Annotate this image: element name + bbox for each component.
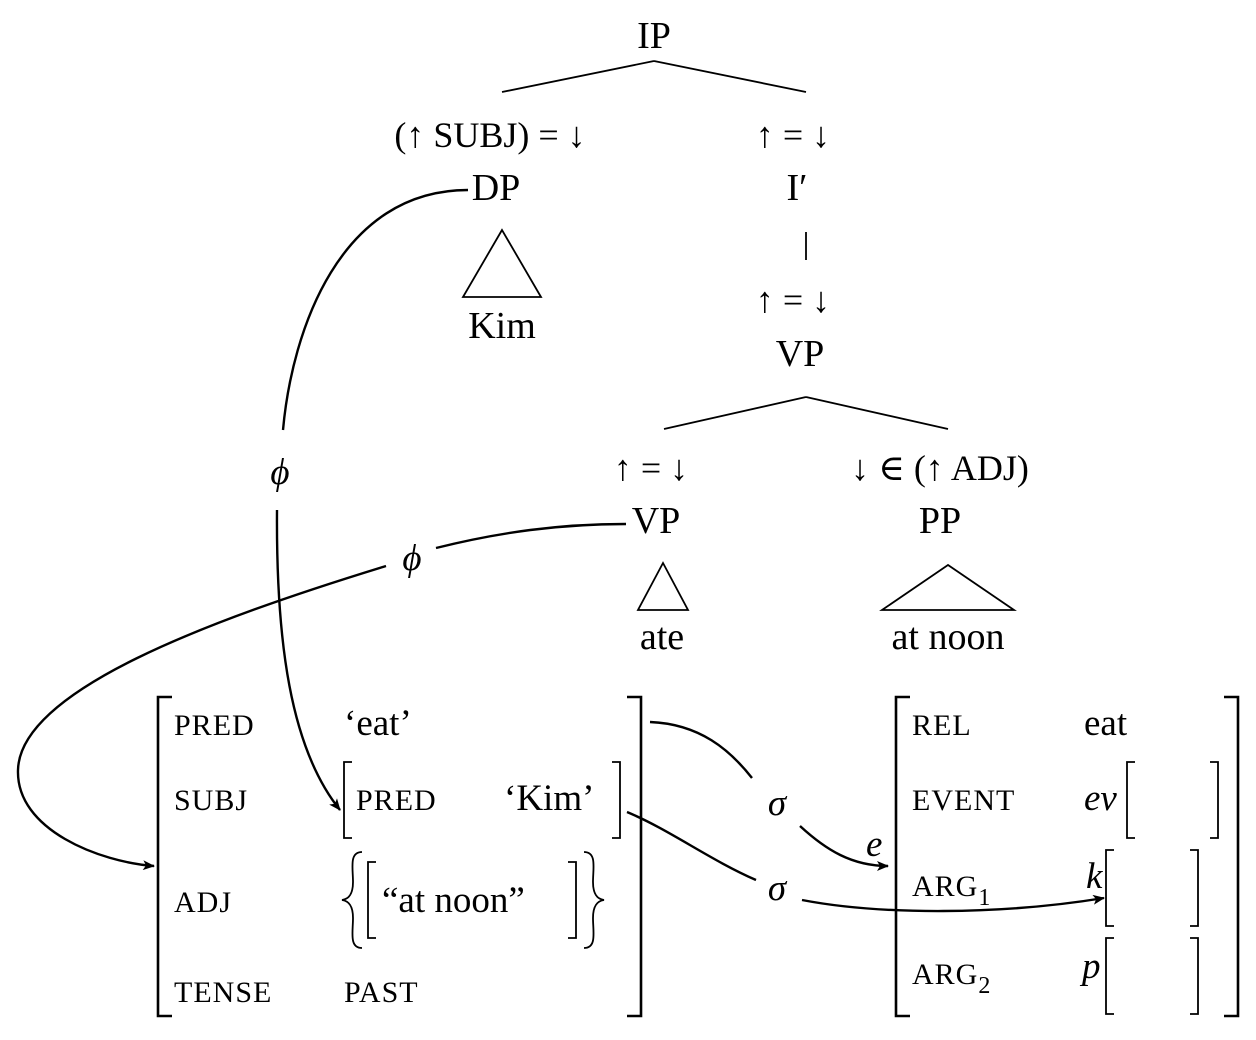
s-arg1-left-bracket — [1105, 849, 1114, 927]
f-outer-right-bracket — [627, 695, 643, 1018]
f-subj-right-bracket — [612, 761, 621, 839]
vp-lower-triangle — [636, 561, 690, 611]
s-arg2-right-bracket — [1190, 937, 1199, 1015]
s-structure: REL eat EVENT ev ARG1 k ARG2 p — [894, 695, 1240, 1018]
f-adj-inner-left-bracket — [367, 861, 376, 939]
sigma-arrow-subj-to-arg1 — [626, 810, 757, 882]
f-adj-right-brace — [583, 851, 605, 949]
f-subj-left-bracket — [343, 761, 352, 839]
f-pred-val: ‘eat’ — [344, 703, 412, 744]
s-outer-left-bracket — [894, 695, 910, 1018]
sigma-arrow-f-to-s-lower — [799, 825, 889, 871]
vp-lower-node: VP — [632, 500, 681, 542]
ibar-node: I′ — [787, 167, 808, 209]
phi-arrow-vp-to-f — [435, 522, 627, 550]
f-tense-attr: TENSE — [174, 976, 272, 1009]
phi-label-2: ϕ — [402, 538, 421, 579]
s-event-attr: EVENT — [912, 784, 1015, 817]
sigma-label-2: σ — [768, 868, 788, 909]
f-adj-val: “at noon” — [382, 880, 525, 921]
at-noon-leaf: at noon — [892, 616, 1005, 658]
s-arg2-attr: ARG2 — [912, 958, 991, 999]
phi-label-1: ϕ — [270, 452, 289, 493]
pp-triangle — [879, 563, 1017, 611]
vp-top-node: VP — [776, 333, 825, 375]
head-annotation-ibar: ↑ = ↓ — [756, 115, 830, 155]
ip-left-branch — [501, 60, 655, 93]
dp-node: DP — [472, 167, 521, 209]
ate-leaf: ate — [640, 616, 684, 658]
s-event-right-bracket — [1210, 761, 1219, 839]
s-arg2-left-bracket — [1105, 937, 1114, 1015]
f-pred-attr: PRED — [174, 709, 255, 742]
s-arg1-right-bracket — [1190, 849, 1199, 927]
phi-arrow-dp-to-subj-lower — [275, 509, 341, 811]
f-subj-pred-val: ‘Kim’ — [504, 778, 594, 819]
s-event-left-bracket — [1126, 761, 1135, 839]
c-structure-tree: IP (↑ SUBJ) = ↓ DP Kim ↑ = ↓ I′ ↑ = ↓ VP… — [394, 15, 1028, 658]
phi-arrow-vp-to-f-lower — [16, 564, 387, 871]
ip-right-branch — [653, 60, 807, 93]
phi-arrow-dp-to-subj — [281, 188, 469, 431]
sigma-arrow-subj-to-arg1-lower — [801, 894, 1105, 913]
s-rel-attr: REL — [912, 709, 972, 742]
f-adj-inner-right-bracket — [568, 861, 577, 939]
f-adj-attr: ADJ — [174, 886, 232, 919]
dp-triangle — [461, 228, 543, 298]
s-rel-val: eat — [1084, 703, 1128, 744]
vp-right-branch — [805, 396, 949, 430]
e-label: e — [866, 824, 882, 865]
f-subj-attr: SUBJ — [174, 784, 248, 817]
vp-left-branch — [663, 396, 807, 430]
s-outer-right-bracket — [1224, 695, 1240, 1018]
f-structure: PRED ‘eat’ SUBJ PRED ‘Kim’ ADJ “at noon”… — [156, 695, 643, 1018]
pp-node: PP — [919, 500, 961, 542]
s-arg1-val: k — [1086, 856, 1103, 897]
f-subj-pred-attr: PRED — [356, 784, 437, 817]
s-arg2-val: p — [1079, 946, 1101, 987]
f-tense-val: PAST — [344, 976, 419, 1009]
mapping-arrows: ϕ ϕ σ e σ — [16, 188, 1105, 913]
head-annotation-vp-lower: ↑ = ↓ — [614, 448, 688, 488]
sigma-label-1: σ — [768, 783, 788, 824]
kim-leaf: Kim — [468, 305, 536, 347]
adj-annotation: ↓ ∈ (↑ ADJ) — [851, 448, 1029, 488]
sigma-arrow-f-to-s — [649, 720, 753, 779]
f-adj-left-brace — [341, 851, 363, 949]
subj-annotation: (↑ SUBJ) = ↓ — [394, 115, 585, 155]
s-event-val: ev — [1084, 778, 1117, 819]
f-outer-left-bracket — [156, 695, 172, 1018]
ip-node: IP — [637, 15, 671, 57]
s-arg1-attr: ARG1 — [912, 870, 991, 911]
head-annotation-vp-top: ↑ = ↓ — [756, 280, 830, 320]
